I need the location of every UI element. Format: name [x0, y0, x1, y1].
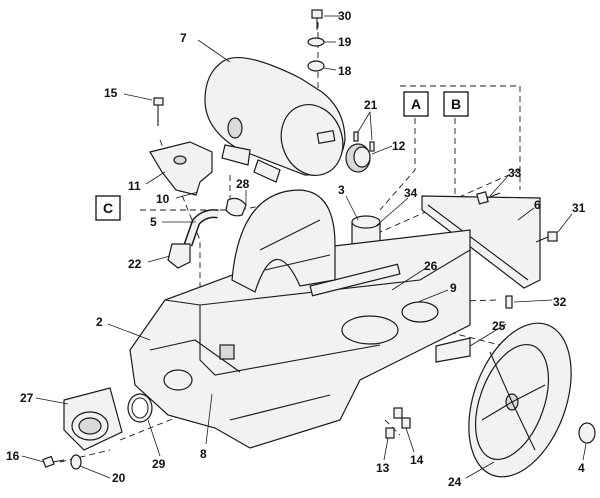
clamp-28-part [225, 197, 247, 217]
rear-wheel-part [231, 189, 336, 293]
callout-4: 4 [578, 461, 585, 475]
screw-16-part [42, 455, 65, 468]
elbow-22-part [167, 243, 191, 269]
screw-30-part [311, 9, 323, 30]
pulley-12-part [345, 143, 371, 173]
assembly-line-a-b [400, 85, 521, 190]
callout-32: 32 [553, 295, 567, 309]
callout-15: 15 [104, 86, 118, 100]
callout-27: 27 [20, 391, 34, 405]
callout-2: 2 [96, 315, 103, 329]
label-box-a [403, 91, 429, 117]
label-b: B [451, 96, 461, 112]
assembly-line-a [379, 118, 416, 211]
pin-13-part [385, 427, 395, 439]
callout-7: 7 [180, 31, 187, 45]
label-box-c [95, 195, 121, 221]
screw-31-part [535, 231, 558, 243]
callout-20: 20 [112, 471, 126, 485]
callout-8: 8 [200, 447, 207, 461]
hinge-plate-6-part [421, 195, 541, 289]
wheel-24-part [468, 322, 572, 478]
pin-21b-part [369, 141, 375, 152]
callout-14: 14 [410, 453, 424, 467]
washer-20-part [70, 454, 82, 470]
assembly-line-16 [59, 449, 111, 463]
callout-16: 16 [6, 449, 20, 463]
callout-21: 21 [364, 98, 378, 112]
pin-14a-part [393, 407, 403, 419]
label-a: A [411, 96, 421, 112]
callout-9: 9 [450, 281, 457, 295]
callout-6: 6 [534, 198, 541, 212]
callout-11: 11 [128, 179, 141, 193]
callout-12: 12 [392, 139, 406, 153]
shaft-25-part [435, 337, 471, 363]
callout-3: 3 [338, 183, 345, 197]
callout-28: 28 [236, 177, 250, 191]
callout-24: 24 [448, 475, 462, 489]
callout-10: 10 [156, 192, 170, 206]
cap-4-part [578, 422, 596, 444]
label-box-b [443, 91, 469, 117]
callout-26: 26 [424, 259, 438, 273]
callout-34: 34 [404, 186, 418, 200]
callout-19: 19 [338, 35, 352, 49]
pin-32-part [505, 295, 513, 309]
motor-part [204, 56, 346, 183]
callout-5: 5 [150, 215, 157, 229]
callout-30: 30 [338, 9, 352, 23]
callout-31: 31 [572, 201, 586, 215]
screw-33-part [476, 191, 501, 205]
screw-15-part [153, 97, 164, 126]
washer-18-part [307, 60, 325, 72]
bracket-11-part [149, 141, 213, 196]
pin-14b-part [401, 417, 411, 429]
callout-18: 18 [338, 64, 352, 78]
pin-21a-part [353, 131, 359, 142]
callout-22: 22 [128, 257, 142, 271]
callout-33: 33 [508, 166, 522, 180]
callout-29: 29 [152, 457, 166, 471]
callout-13: 13 [376, 461, 390, 475]
callout-25: 25 [492, 319, 506, 333]
washer-19-part [307, 37, 325, 47]
adapter-27-part [63, 387, 123, 451]
label-c: C [103, 200, 113, 216]
